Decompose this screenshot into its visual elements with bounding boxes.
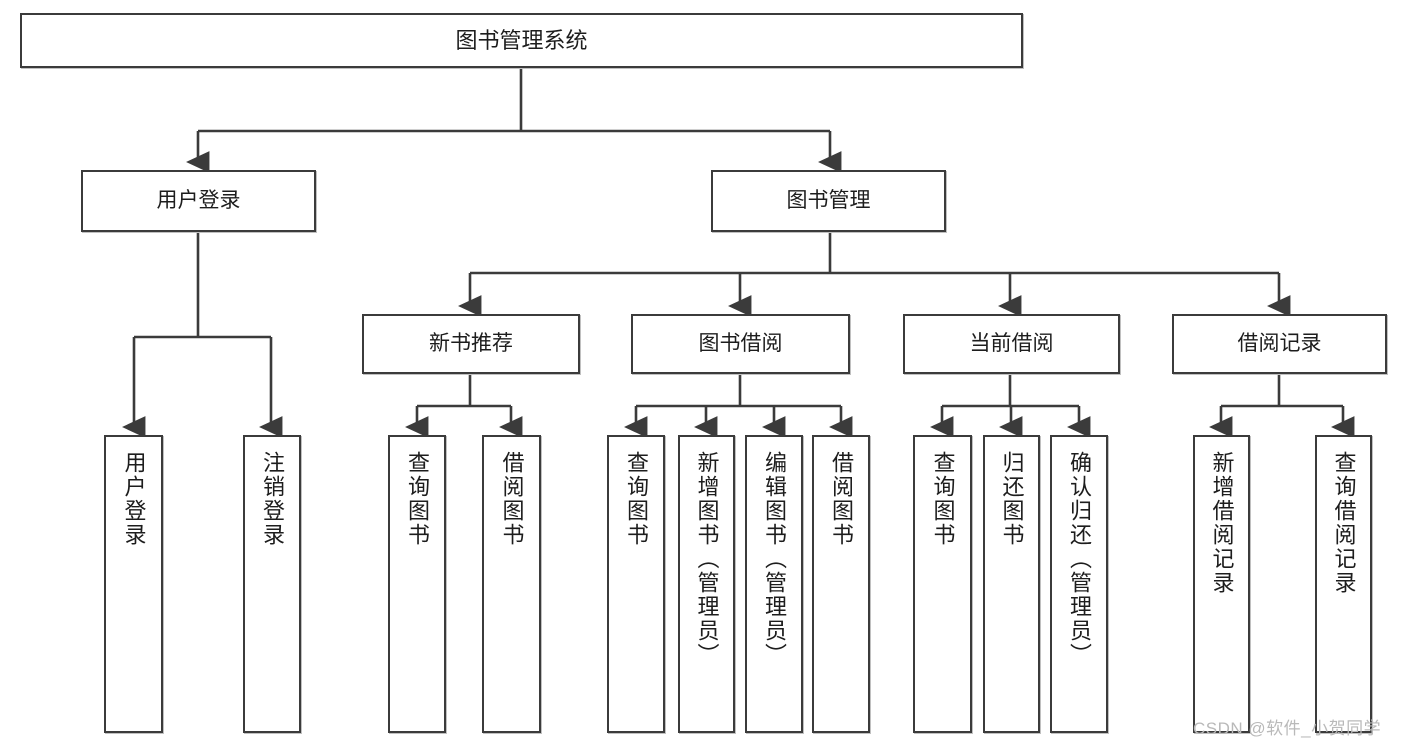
node-borrow-records[interactable]: 借阅记录 (1172, 314, 1387, 374)
leaf-query-book-borrow-label: 查询图书 (624, 451, 649, 547)
leaf-query-book-current-label: 查询图书 (930, 451, 956, 547)
node-current-borrow-label: 当前借阅 (969, 331, 1054, 355)
leaf-confirm-return-admin[interactable]: 确认归还（管理员） (1050, 435, 1108, 733)
node-root[interactable]: 图书管理系统 (20, 13, 1023, 68)
node-new-book-recommend[interactable]: 新书推荐 (362, 314, 580, 374)
leaf-add-book-admin[interactable]: 新增图书（管理员） (678, 435, 735, 733)
node-borrow-records-label: 借阅记录 (1237, 331, 1322, 355)
node-book-borrow[interactable]: 图书借阅 (631, 314, 850, 374)
leaf-borrow-book-label: 借阅图书 (829, 451, 854, 547)
leaf-borrow-book[interactable]: 借阅图书 (812, 435, 870, 733)
node-book-management[interactable]: 图书管理 (711, 170, 946, 232)
leaf-user-login-label: 用户登录 (121, 451, 147, 547)
leaf-add-borrow-record-label: 新增借阅记录 (1209, 451, 1235, 595)
leaf-return-book-label: 归还图书 (999, 451, 1025, 547)
leaf-query-borrow-record-label: 查询借阅记录 (1331, 451, 1357, 595)
leaf-return-book[interactable]: 归还图书 (983, 435, 1040, 733)
node-book-borrow-label: 图书借阅 (698, 331, 783, 355)
leaf-add-borrow-record[interactable]: 新增借阅记录 (1193, 435, 1250, 733)
leaf-user-login[interactable]: 用户登录 (104, 435, 163, 733)
leaf-query-book-current[interactable]: 查询图书 (913, 435, 972, 733)
leaf-add-book-admin-label: 新增图书（管理员） (694, 451, 720, 667)
leaf-logout[interactable]: 注销登录 (243, 435, 301, 733)
csdn-watermark: CSDN @软件_小贺同学 (1193, 719, 1382, 738)
node-user-login-label: 用户登录 (156, 188, 241, 212)
node-user-login[interactable]: 用户登录 (81, 170, 316, 232)
node-book-management-label: 图书管理 (786, 188, 871, 212)
leaf-borrow-book-recommend-label: 借阅图书 (499, 451, 525, 547)
leaf-query-book-recommend[interactable]: 查询图书 (388, 435, 446, 733)
leaf-query-book-recommend-label: 查询图书 (405, 451, 430, 547)
leaf-query-book-borrow[interactable]: 查询图书 (607, 435, 665, 733)
leaf-logout-label: 注销登录 (260, 451, 285, 547)
node-new-book-recommend-label: 新书推荐 (429, 331, 513, 355)
node-root-label: 图书管理系统 (455, 27, 588, 53)
leaf-edit-book-admin[interactable]: 编辑图书（管理员） (745, 435, 803, 733)
leaf-query-borrow-record[interactable]: 查询借阅记录 (1315, 435, 1372, 733)
node-current-borrow[interactable]: 当前借阅 (903, 314, 1120, 374)
leaf-confirm-return-admin-label: 确认归还（管理员） (1067, 451, 1092, 667)
leaf-edit-book-admin-label: 编辑图书（管理员） (762, 451, 787, 667)
leaf-borrow-book-recommend[interactable]: 借阅图书 (482, 435, 541, 733)
